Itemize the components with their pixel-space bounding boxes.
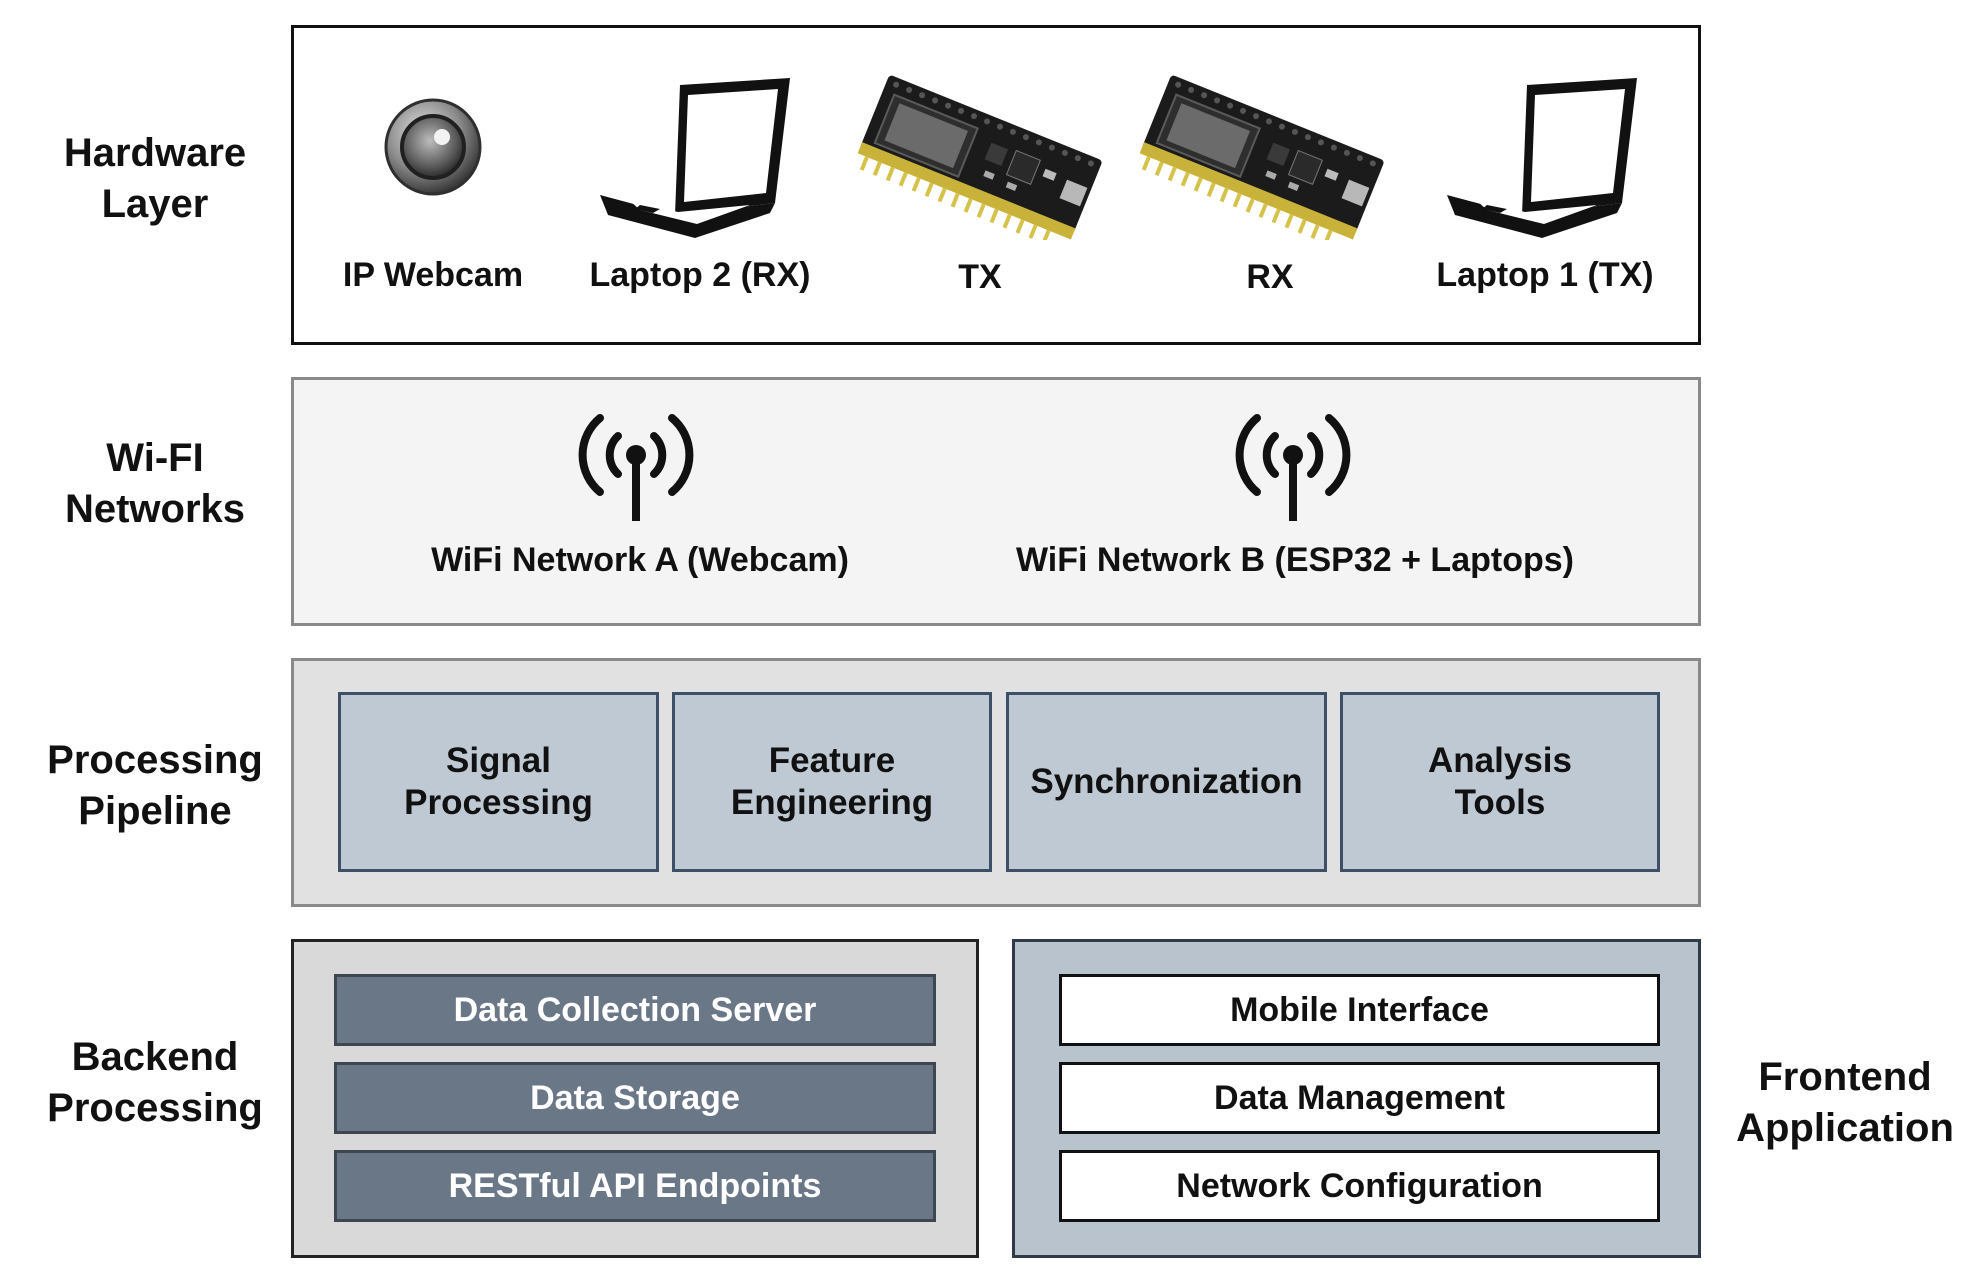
frontend-item-data-management: Data Management bbox=[1059, 1062, 1660, 1134]
hardware-layer-label: Hardware Layer bbox=[63, 131, 247, 226]
esp32-board-icon bbox=[858, 75, 1102, 240]
wifi-networks-label: Wi-FI Networks bbox=[64, 436, 246, 531]
device-label-laptop-1: Laptop 1 (TX) bbox=[1436, 256, 1654, 294]
module-synchronization: Synchronization bbox=[1006, 692, 1327, 872]
device-label-rx: RX bbox=[1246, 258, 1294, 296]
esp32-board-icon bbox=[1140, 75, 1384, 240]
frontend-item-network-configuration: Network Configuration bbox=[1059, 1150, 1660, 1222]
processing-pipeline-label: Processing Pipeline bbox=[47, 738, 263, 833]
frontend-application-label: Frontend Application bbox=[1736, 1055, 1954, 1150]
antenna-icon bbox=[578, 414, 694, 521]
module-analysis-tools: Analysis Tools bbox=[1340, 692, 1660, 872]
module-signal-processing: Signal Processing bbox=[338, 692, 659, 872]
antenna-icon bbox=[1235, 414, 1351, 521]
backend-item-data-storage: Data Storage bbox=[334, 1062, 936, 1134]
module-feature-engineering: Feature Engineering bbox=[672, 692, 992, 872]
device-label-laptop-2: Laptop 2 (RX) bbox=[589, 256, 811, 294]
wifi-network-a-label: WiFi Network A (Webcam) bbox=[431, 541, 849, 579]
backend-item-data-collection-server: Data Collection Server bbox=[334, 974, 936, 1046]
laptop-icon bbox=[1447, 78, 1637, 238]
laptop-icon bbox=[600, 78, 790, 238]
backend-processing-label: Backend Processing bbox=[47, 1035, 263, 1130]
wifi-network-b-label: WiFi Network B (ESP32 + Laptops) bbox=[1016, 541, 1574, 579]
backend-item-restful-api: RESTful API Endpoints bbox=[334, 1150, 936, 1222]
device-label-tx: TX bbox=[958, 258, 1002, 296]
frontend-item-mobile-interface: Mobile Interface bbox=[1059, 974, 1660, 1046]
wifi-networks-box bbox=[291, 377, 1701, 626]
device-label-ip-webcam: IP Webcam bbox=[342, 256, 524, 294]
webcam-icon bbox=[384, 98, 482, 196]
